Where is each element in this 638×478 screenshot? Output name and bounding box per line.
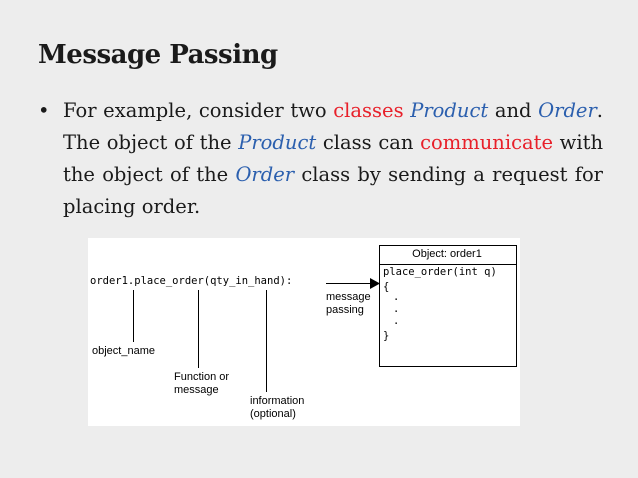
bullet-segment: class can: [316, 131, 421, 154]
message-passing-label-line2: passing: [326, 304, 364, 316]
bullet-segment: Order: [538, 99, 597, 122]
dot-3: .: [393, 315, 400, 327]
dot-1: .: [393, 291, 400, 303]
bullet-segment: and: [488, 99, 539, 122]
bullet-segment: Order: [235, 163, 295, 186]
pointer-object-name: [133, 290, 134, 342]
object-box-title: Object: order1: [412, 248, 482, 260]
object-box-divider: [379, 264, 517, 265]
label-information-line2: (optional): [250, 408, 296, 420]
brace-close: }: [383, 330, 390, 342]
bullet-segment: Product: [410, 99, 489, 122]
label-function: Function or message: [174, 371, 229, 397]
message-passing-diagram: order1.place_order(qty_in_hand): message…: [88, 238, 520, 426]
brace-open: {: [383, 281, 390, 293]
bullet-item: • For example, consider two classes Prod…: [38, 95, 603, 223]
message-passing-label: message passing: [326, 291, 371, 317]
arrow-head-icon: [370, 278, 380, 289]
bullet-text: For example, consider two classes Produc…: [63, 95, 603, 223]
label-object-name: object_name: [92, 345, 155, 357]
bullet-segment: with the object of the: [63, 131, 603, 186]
bullet-segment: . The object of the: [63, 99, 603, 154]
slide-title: Message Passing: [38, 40, 278, 70]
object-box: [379, 245, 517, 367]
bullet-segment: class by sending a request for placing o…: [63, 163, 604, 218]
object-method: place_order(int q): [383, 266, 497, 278]
bullet-segment: communicate: [420, 131, 554, 154]
pointer-function: [198, 290, 199, 368]
bullet-symbol: •: [38, 99, 50, 122]
bullet-segment: Product: [238, 131, 317, 154]
label-function-line2: message: [174, 384, 219, 396]
bullet-segment: For example, consider two: [63, 99, 334, 122]
label-information: information (optional): [250, 395, 304, 421]
bullet-segment: classes: [333, 99, 404, 122]
pointer-information: [266, 290, 267, 392]
label-function-line1: Function or: [174, 371, 230, 383]
call-expression: order1.place_order(qty_in_hand):: [90, 275, 293, 287]
message-arrow-line: [326, 283, 373, 284]
dot-2: .: [393, 303, 400, 315]
label-information-line1: information: [250, 395, 305, 407]
message-passing-label-line1: message: [326, 291, 371, 303]
